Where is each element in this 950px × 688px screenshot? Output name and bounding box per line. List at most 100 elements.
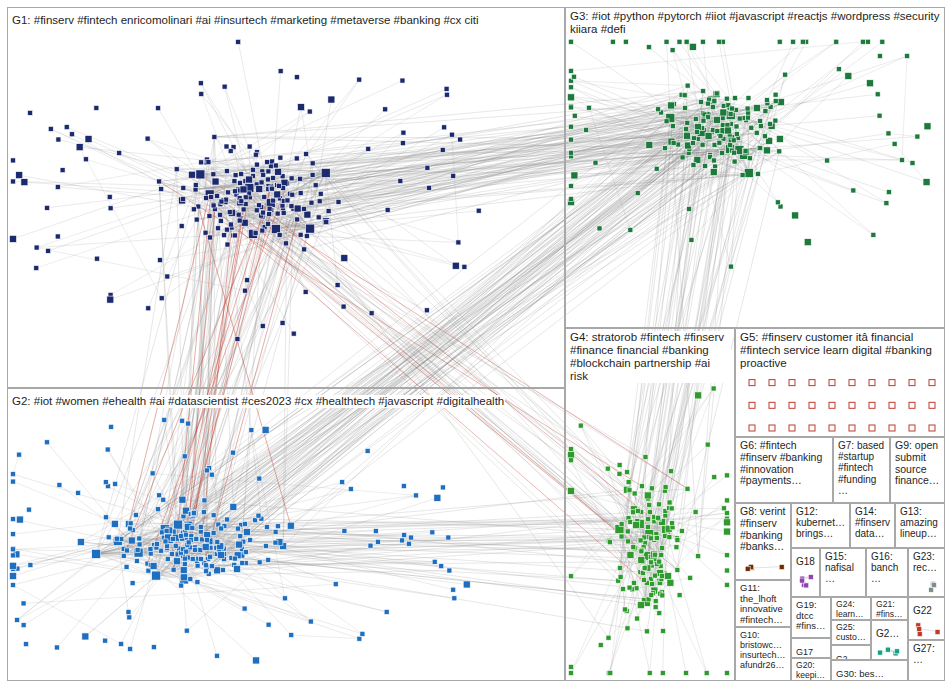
graph-vertex [684, 39, 689, 44]
graph-edge [190, 201, 240, 529]
graph-vertex [128, 537, 135, 544]
graph-vertex [569, 68, 574, 73]
graph-vertex [218, 218, 223, 223]
graph-vertex [400, 141, 405, 146]
graph-vertex [463, 581, 470, 588]
graph-edge [174, 209, 244, 569]
graph-vertex [729, 106, 734, 111]
graph-vertex [254, 208, 259, 213]
graph-vertex [169, 552, 174, 557]
graph-vertex [26, 507, 31, 512]
graph-edge [204, 219, 297, 563]
graph-vertex [232, 189, 237, 194]
graph-edge [183, 182, 215, 517]
graph-vertex [342, 528, 347, 533]
graph-vertex [775, 200, 780, 205]
graph-vertex [180, 567, 187, 574]
graph-edge [657, 75, 786, 565]
graph-vertex [254, 162, 259, 167]
graph-vertex [321, 168, 330, 177]
graph-edge [240, 183, 652, 584]
graph-edge [902, 56, 907, 160]
graph-vertex [234, 565, 241, 572]
graph-vertex [11, 553, 16, 558]
graph-vertex [703, 163, 708, 168]
graph-vertex [204, 468, 209, 473]
graph-edge [58, 187, 271, 203]
graph-vertex [326, 209, 331, 214]
graph-vertex [135, 547, 140, 552]
graph-vertex [46, 248, 51, 253]
graph-vertex [188, 577, 193, 582]
graph-vertex [237, 180, 242, 185]
graph-vertex [209, 194, 214, 199]
graph-edge [182, 210, 271, 554]
graph-vertex [572, 113, 577, 118]
graph-vertex [201, 510, 206, 515]
graph-vertex [11, 472, 16, 477]
graph-vertex [128, 526, 133, 531]
graph-vertex [693, 116, 698, 121]
graph-vertex [224, 144, 229, 149]
graph-vertex [211, 530, 216, 535]
graph-vertex [124, 548, 129, 553]
graph-vertex [218, 212, 223, 217]
graph-vertex [69, 132, 74, 137]
graph-vertex [451, 173, 456, 178]
graph-edge [147, 183, 287, 563]
graph-vertex [335, 283, 340, 288]
graph-vertex [76, 144, 83, 151]
graph-edge [207, 121, 760, 567]
graph-vertex [34, 245, 39, 250]
graph-vertex [569, 183, 574, 188]
graph-edge [663, 530, 666, 673]
graph-vertex [11, 547, 16, 552]
graph-edge [165, 201, 320, 529]
graph-edge [198, 207, 290, 526]
graph-vertex [277, 183, 282, 188]
graph-vertex [256, 185, 263, 192]
graph-vertex [11, 479, 16, 484]
graph-vertex [773, 118, 778, 123]
graph-edge [202, 228, 232, 540]
graph-vertex [324, 220, 329, 225]
graph-vertex [783, 72, 788, 77]
graph-vertex [210, 202, 215, 207]
graph-vertex [294, 156, 299, 161]
graph-edge [731, 56, 907, 115]
graph-edge [185, 115, 731, 564]
graph-vertex [155, 542, 160, 547]
graph-vertex [274, 191, 281, 198]
graph-vertex [738, 117, 743, 122]
graph-vertex [181, 196, 186, 201]
graph-vertex [462, 264, 467, 269]
graph-vertex [137, 536, 142, 541]
graph-vertex [677, 39, 682, 44]
graph-vertex [236, 212, 241, 217]
graph-vertex [713, 116, 720, 123]
graph-vertex [310, 172, 315, 177]
graph-vertex [298, 176, 303, 181]
graph-edge [712, 98, 748, 100]
graph-vertex [44, 440, 49, 445]
graph-vertex [21, 623, 26, 628]
graph-vertex [82, 633, 89, 640]
graph-vertex [92, 549, 101, 558]
graph-edge [47, 173, 326, 208]
graph-vertex [212, 134, 217, 139]
graph-vertex [266, 169, 271, 174]
graph-vertex [899, 158, 904, 163]
graph-vertex [238, 198, 243, 203]
graph-vertex [724, 96, 729, 101]
graph-vertex [281, 179, 288, 186]
graph-vertex [253, 152, 258, 157]
graph-vertex [186, 421, 191, 426]
graph-vertex [257, 476, 262, 481]
graph-vertex [451, 587, 456, 592]
graph-vertex [179, 224, 184, 229]
graph-vertex [193, 183, 198, 188]
graph-vertex [273, 540, 278, 545]
graph-vertex [656, 107, 661, 112]
graph-edge [177, 169, 184, 533]
graph-vertex [133, 513, 138, 518]
